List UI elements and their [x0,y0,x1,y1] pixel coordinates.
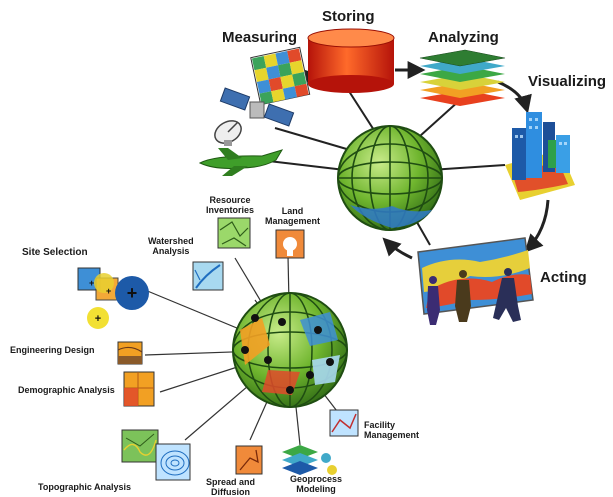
geoprocess-modeling-icon [282,445,337,475]
applications-globe [232,292,348,408]
acting-label: Acting [540,269,587,286]
svg-text:+: + [95,313,101,325]
geoprocess-modeling-label: Geoprocess Modeling [290,474,343,494]
spread-and-diffusion-label: Spread and Diffusion [206,477,256,497]
measuring-label: Measuring [222,29,298,46]
watershed-analysis-icon [192,261,224,291]
facility-management-label: Facility Management [364,420,420,440]
analyzing-layers-icon [419,49,506,106]
site-selection-icon: + + + + [77,267,149,329]
satellite-dish-icon [214,120,242,146]
facility-management-icon [329,409,359,437]
svg-text:+: + [89,278,94,288]
visualizing-city-icon [505,112,575,200]
top-globe [337,125,443,231]
analyzing-label: Analyzing [428,29,499,46]
measuring-grid-icon [250,46,311,106]
land-management-icon [275,229,305,259]
svg-text:+: + [106,286,111,296]
engineering-design-label: Engineering Design [10,345,95,355]
resource-inventories-icon [217,217,251,249]
land-management-label: Land Management [265,206,321,226]
acting-presentation-icon [417,237,534,325]
satellite-icon [219,87,295,127]
topographic-analysis-icon [121,429,191,481]
airplane-icon [198,148,284,176]
svg-text:+: + [127,283,138,303]
topographic-analysis-label: Topographic Analysis [38,482,132,492]
spread-and-diffusion-icon [235,445,263,475]
visualizing-label: Visualizing [528,73,607,90]
engineering-design-icon [117,341,143,365]
watershed-analysis-label: Watershed Analysis [148,236,194,256]
resource-inventories-label: Resource Inventories [206,195,255,215]
demographic-analysis-icon [123,371,155,407]
storing-cylinder-icon [307,28,395,93]
demographic-analysis-label: Demographic Analysis [18,385,115,395]
storing-label: Storing [322,8,375,25]
site-selection-label: Site Selection [22,247,88,258]
